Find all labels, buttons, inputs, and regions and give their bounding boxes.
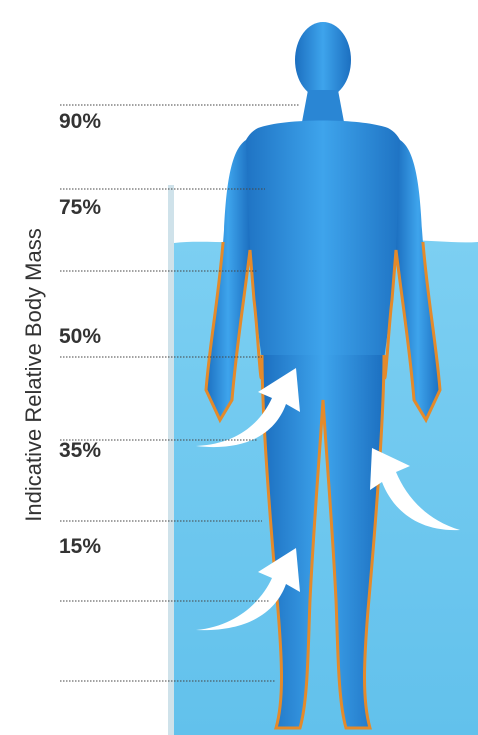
scale-bar bbox=[168, 185, 174, 735]
axis-title-text: Indicative Relative Body Mass bbox=[21, 228, 47, 521]
level-label-90: 90% bbox=[59, 110, 101, 134]
level-label-35: 35% bbox=[59, 439, 101, 463]
level-label-50: 50% bbox=[59, 325, 101, 349]
level-label-15: 15% bbox=[59, 535, 101, 559]
level-label-75: 75% bbox=[59, 196, 101, 220]
